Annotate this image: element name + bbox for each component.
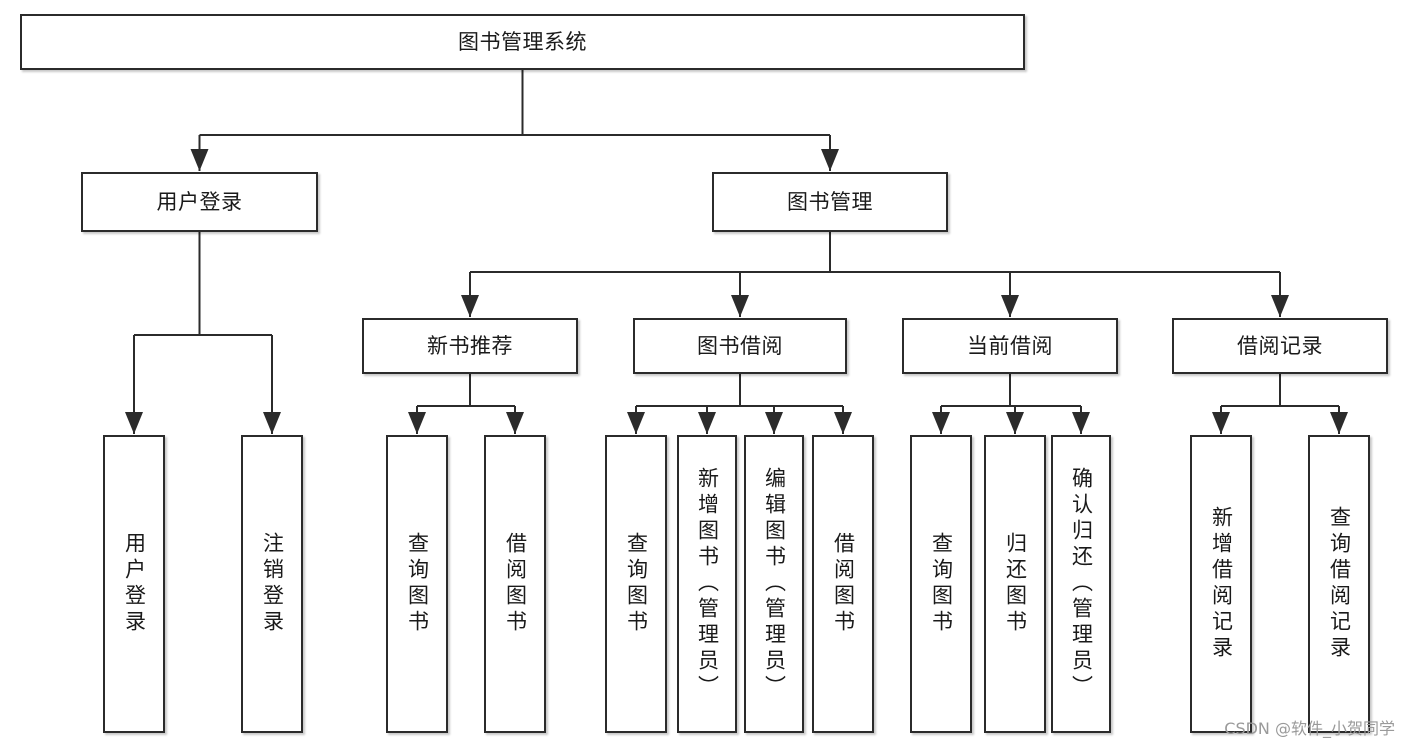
node-label: 借阅图书 [503,532,528,636]
node-label: 用户登录 [122,532,147,636]
node-leaf-cb-return[interactable]: 归还图书 [984,435,1046,733]
node-label: 注销登录 [260,532,285,636]
node-current-borrow[interactable]: 当前借阅 [902,318,1118,374]
node-borrow-record[interactable]: 借阅记录 [1172,318,1388,374]
node-label: 查询图书 [929,532,954,636]
arrow-head-icon-bus-manage-3 [1271,295,1289,317]
node-new-book-rec[interactable]: 新书推荐 [362,318,578,374]
node-leaf-bb-query[interactable]: 查询图书 [605,435,667,733]
node-label: 借阅图书 [831,532,856,636]
node-leaf-rec-query[interactable]: 查询图书 [386,435,448,733]
arrow-head-icon-bus-login-1 [263,412,281,434]
arrow-head-icon-bus-rec-0 [408,412,426,434]
arrow-head-icon-bus-rec-1 [506,412,524,434]
node-label: 借阅记录 [1237,333,1323,358]
node-leaf-bb-edit[interactable]: 编辑图书（管理员） [744,435,804,733]
arrow-head-icon-bus-manage-0 [461,295,479,317]
arrow-head-icon-bus-bb-2 [765,412,783,434]
node-label: 编辑图书（管理员） [762,467,787,701]
node-leaf-logout[interactable]: 注销登录 [241,435,303,733]
node-leaf-bb-add[interactable]: 新增图书（管理员） [677,435,737,733]
node-book-manage[interactable]: 图书管理 [712,172,948,232]
node-label: 确认归还（管理员） [1069,467,1094,701]
node-root[interactable]: 图书管理系统 [20,14,1025,70]
arrow-head-icon-bus-manage-1 [731,295,749,317]
node-leaf-cb-confirm[interactable]: 确认归还（管理员） [1051,435,1111,733]
node-label: 新增图书（管理员） [695,467,720,701]
node-label: 用户登录 [156,189,243,214]
arrow-head-icon-bus-bb-1 [698,412,716,434]
node-label: 查询图书 [624,532,649,636]
arrow-head-icon-bus-login-0 [125,412,143,434]
node-leaf-login[interactable]: 用户登录 [103,435,165,733]
node-label: 新增借阅记录 [1209,506,1234,662]
arrow-head-icon-bus-root-1 [821,149,839,171]
node-leaf-rec-borrow[interactable]: 借阅图书 [484,435,546,733]
arrow-head-icon-bus-manage-2 [1001,295,1019,317]
arrow-head-icon-bus-br-1 [1330,412,1348,434]
node-leaf-bb-borrow[interactable]: 借阅图书 [812,435,874,733]
node-leaf-br-add[interactable]: 新增借阅记录 [1190,435,1252,733]
node-label: 图书管理系统 [458,29,587,54]
arrow-head-icon-bus-bb-0 [627,412,645,434]
arrow-head-icon-bus-bb-3 [834,412,852,434]
arrow-head-icon-bus-cb-2 [1072,412,1090,434]
node-label: 图书管理 [787,189,873,214]
node-label: 查询图书 [405,532,430,636]
arrow-head-icon-bus-root-0 [190,149,209,171]
node-label: 图书借阅 [697,333,783,358]
node-label: 查询借阅记录 [1327,506,1352,662]
arrow-head-icon-bus-br-0 [1212,412,1230,434]
node-leaf-br-query[interactable]: 查询借阅记录 [1308,435,1370,733]
node-leaf-cb-query[interactable]: 查询图书 [910,435,972,733]
arrow-head-icon-bus-cb-0 [932,412,950,434]
node-label: 当前借阅 [967,333,1053,358]
arrow-head-icon-bus-cb-1 [1006,412,1024,434]
node-label: 新书推荐 [427,333,513,358]
node-label: 归还图书 [1003,532,1028,636]
node-book-borrow[interactable]: 图书借阅 [633,318,847,374]
node-user-login[interactable]: 用户登录 [81,172,318,232]
